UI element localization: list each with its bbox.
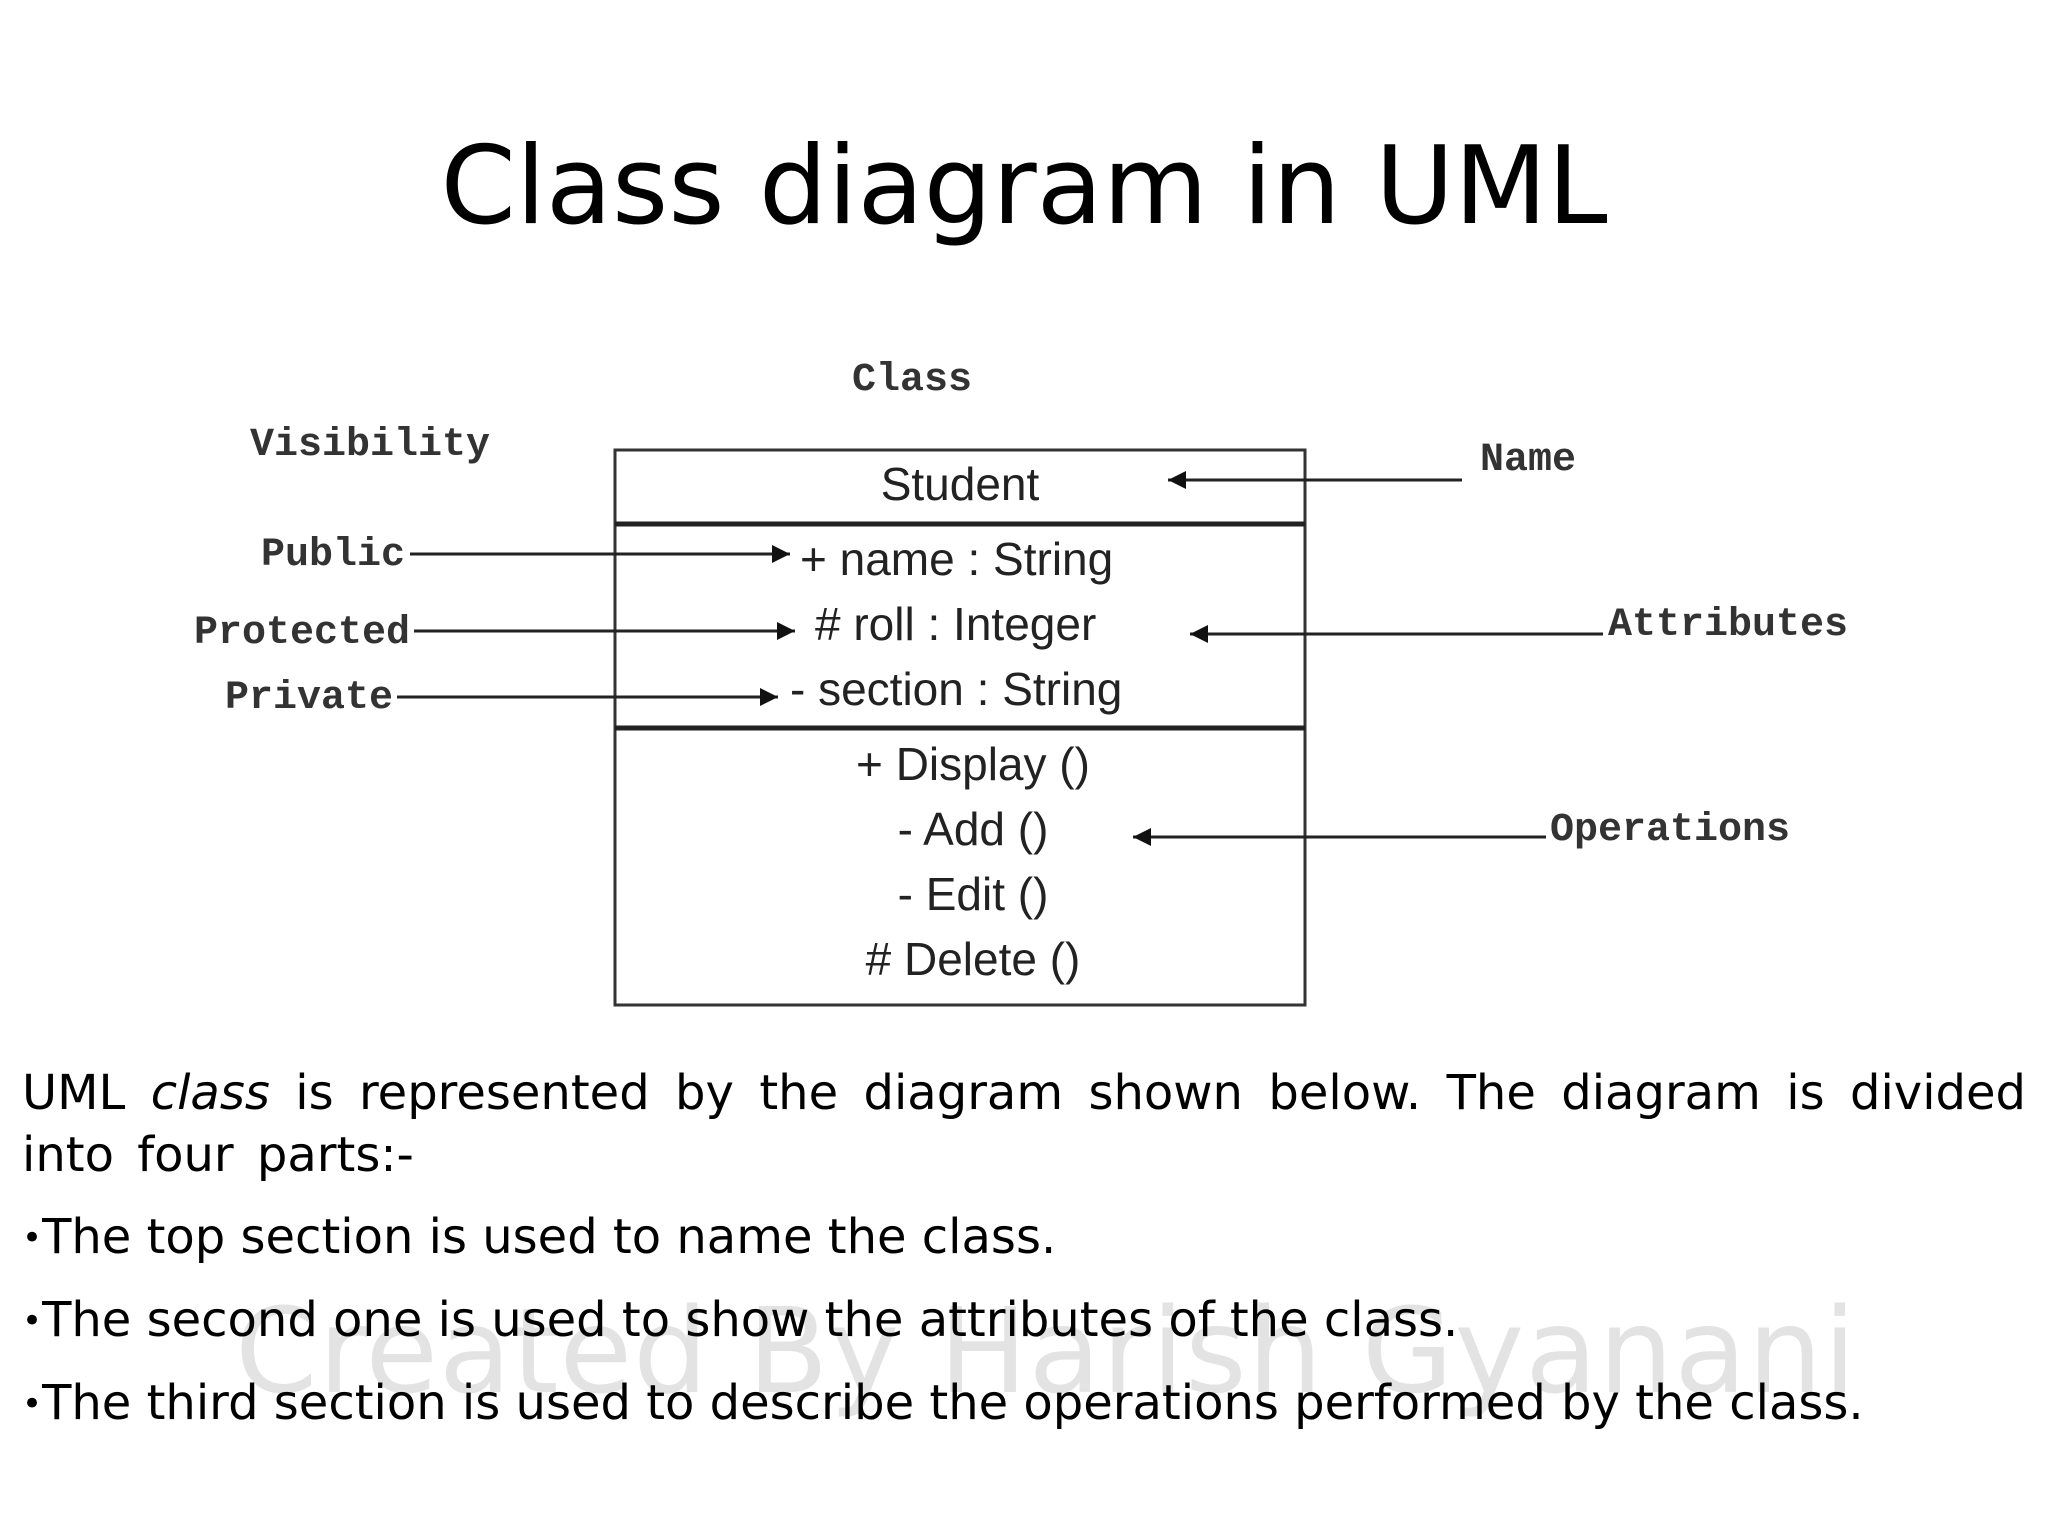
class-box — [613, 448, 1307, 1007]
callout-name-label: Name — [1480, 438, 1576, 483]
slide-title: Class diagram in UML — [440, 124, 1608, 249]
intro-paragraph: UML class is represented by the diagram … — [22, 1062, 2026, 1186]
callout-operations-label: Operations — [1550, 808, 1790, 853]
uml-class-diagram: Class Visibility Student + name : String… — [0, 340, 2048, 1020]
attribute-item: # roll : Integer — [815, 598, 1096, 650]
bullet-list: •The top section is used to name the cla… — [22, 1206, 2026, 1435]
attribute-item: - section : String — [790, 663, 1122, 715]
class-name: Student — [881, 458, 1040, 510]
class-header-label: Class — [852, 358, 972, 403]
intro-text-end: is represented by the diagram shown belo… — [22, 1065, 2026, 1183]
bullet-item: •The third section is used to describe t… — [22, 1372, 2026, 1435]
operation-item: - Edit () — [898, 868, 1049, 920]
bullet-text: The third section is used to describe th… — [42, 1375, 1864, 1431]
bullet-item: •The second one is used to show the attr… — [22, 1289, 2026, 1352]
operation-item: + Display () — [856, 738, 1090, 790]
visibility-label-private: Private — [225, 676, 393, 721]
intro-emphasis: class — [150, 1065, 270, 1121]
slide-body-text: UML class is represented by the diagram … — [22, 1062, 2026, 1455]
bullet-icon: • — [22, 1218, 43, 1258]
uml-class-diagram-svg: Class Visibility Student + name : String… — [194, 358, 1848, 1007]
watermark: Created By Harish Gyanani — [235, 1282, 1858, 1420]
bullet-text: The top section is used to name the clas… — [42, 1209, 1057, 1265]
visibility-heading: Visibility — [250, 423, 490, 468]
bullet-icon: • — [22, 1301, 43, 1341]
visibility-label-protected: Protected — [194, 611, 410, 656]
operation-item: # Delete () — [866, 933, 1081, 985]
operation-item: - Add () — [898, 803, 1049, 855]
bullet-item: •The top section is used to name the cla… — [22, 1206, 2026, 1269]
bullet-text: The second one is used to show the attri… — [42, 1292, 1459, 1348]
intro-text-start: UML — [22, 1065, 151, 1121]
bullet-icon: • — [22, 1384, 43, 1424]
callout-attributes-label: Attributes — [1608, 603, 1848, 648]
attribute-item: + name : String — [800, 533, 1113, 585]
visibility-label-public: Public — [261, 533, 405, 578]
